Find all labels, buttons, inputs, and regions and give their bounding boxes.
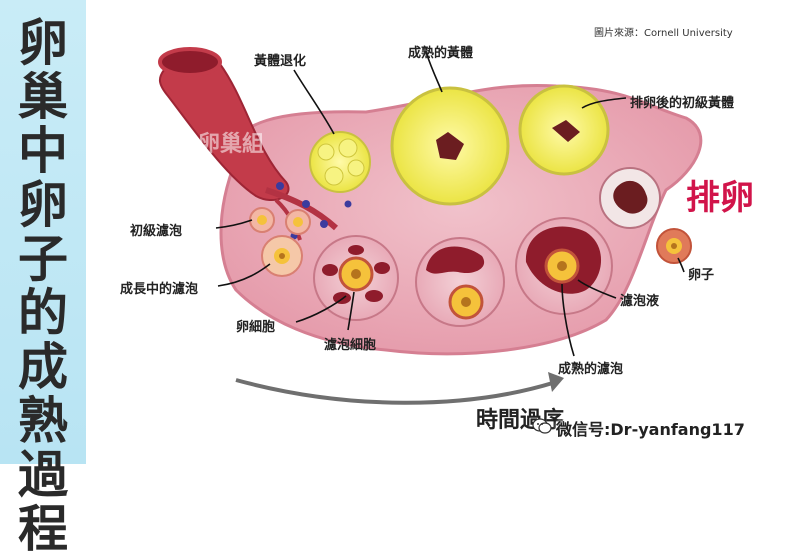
- title-char: 程: [18, 500, 68, 558]
- wechat-icon: [532, 418, 552, 434]
- label-primary-follicle: 初級濾泡: [130, 224, 183, 239]
- mature-corpus-luteum: [390, 86, 510, 206]
- title-char: 熟: [18, 392, 68, 450]
- image-credit: 圖片來源：Cornell University: [594, 28, 733, 39]
- title-char: 巢: [18, 68, 68, 126]
- title-panel: 卵 巢 中 卵 子 的 成 熟 過 程: [0, 0, 86, 556]
- label-egg: 卵子: [688, 268, 715, 283]
- label-follicular-fluid: 濾泡液: [620, 294, 660, 309]
- title-char: 卵: [18, 14, 68, 72]
- title-char: 成: [18, 338, 68, 396]
- vessel-dot: [344, 200, 352, 208]
- antral-follicle: [415, 237, 505, 327]
- time-arrow: [235, 378, 557, 405]
- mature-follicle: [515, 217, 613, 315]
- label-mature-follicle: 成熟的濾泡: [558, 362, 624, 377]
- corpus-albicans: [309, 131, 371, 193]
- title-char: 過: [18, 446, 68, 504]
- label-oocyte: 卵細胞: [236, 320, 276, 335]
- primary-follicle: [285, 209, 311, 235]
- title-char: 中: [18, 122, 68, 180]
- time-arrow-head: [548, 372, 564, 392]
- tube-opening: [158, 47, 222, 77]
- watermark: 卵巢組: [198, 132, 265, 157]
- label-growing-follicle: 成長中的濾泡: [120, 282, 199, 297]
- vessel-dot: [302, 200, 310, 208]
- wechat-id: 微信号:Dr-yanfang117: [556, 420, 745, 439]
- ovary-diagram: [158, 47, 703, 405]
- released-egg: [656, 228, 692, 264]
- label-early-corpus-luteum: 排卵後的初級黃體: [630, 96, 735, 111]
- vessel-dot: [320, 220, 328, 228]
- primary-follicle: [249, 207, 275, 233]
- growing-follicle: [261, 235, 303, 277]
- label-mature-corpus-luteum: 成熟的黃體: [408, 46, 474, 61]
- label-corpus-albicans: 黃體退化: [254, 54, 307, 69]
- title-char: 的: [18, 284, 68, 342]
- ovulation-site: [599, 167, 661, 229]
- title-char: 子: [18, 230, 68, 288]
- title-char: 卵: [18, 176, 68, 234]
- label-granulosa-cells: 濾泡細胞: [324, 338, 377, 353]
- leader-lines: [215, 51, 685, 357]
- label-ovulation: 排卵: [686, 178, 754, 218]
- secondary-follicle: [313, 235, 399, 321]
- vessel-dot: [276, 182, 284, 190]
- diagram-stage: 圖片來源：Cornell University 黃體退化 成熟的黃體 排卵後的初…: [86, 0, 802, 464]
- vertical-title: 卵 巢 中 卵 子 的 成 熟 過 程: [10, 16, 76, 556]
- early-corpus-luteum: [518, 84, 610, 176]
